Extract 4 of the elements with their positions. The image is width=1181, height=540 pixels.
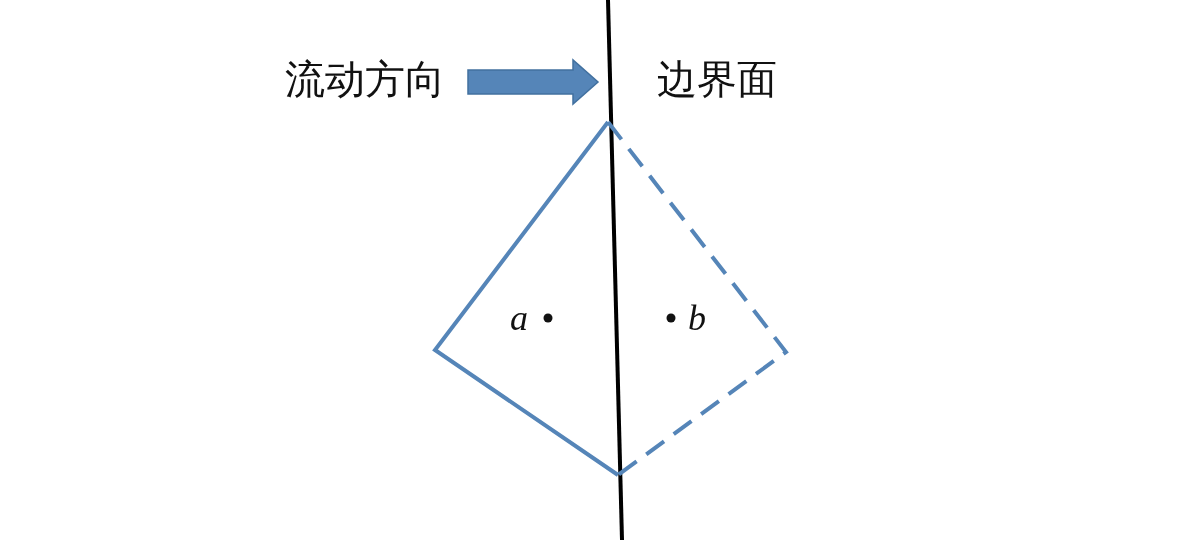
point-label: a bbox=[510, 300, 528, 336]
point-label: b bbox=[688, 300, 706, 336]
flow-direction-label: 流动方向 bbox=[285, 60, 445, 100]
boundary-label: 边界面 bbox=[657, 60, 777, 100]
